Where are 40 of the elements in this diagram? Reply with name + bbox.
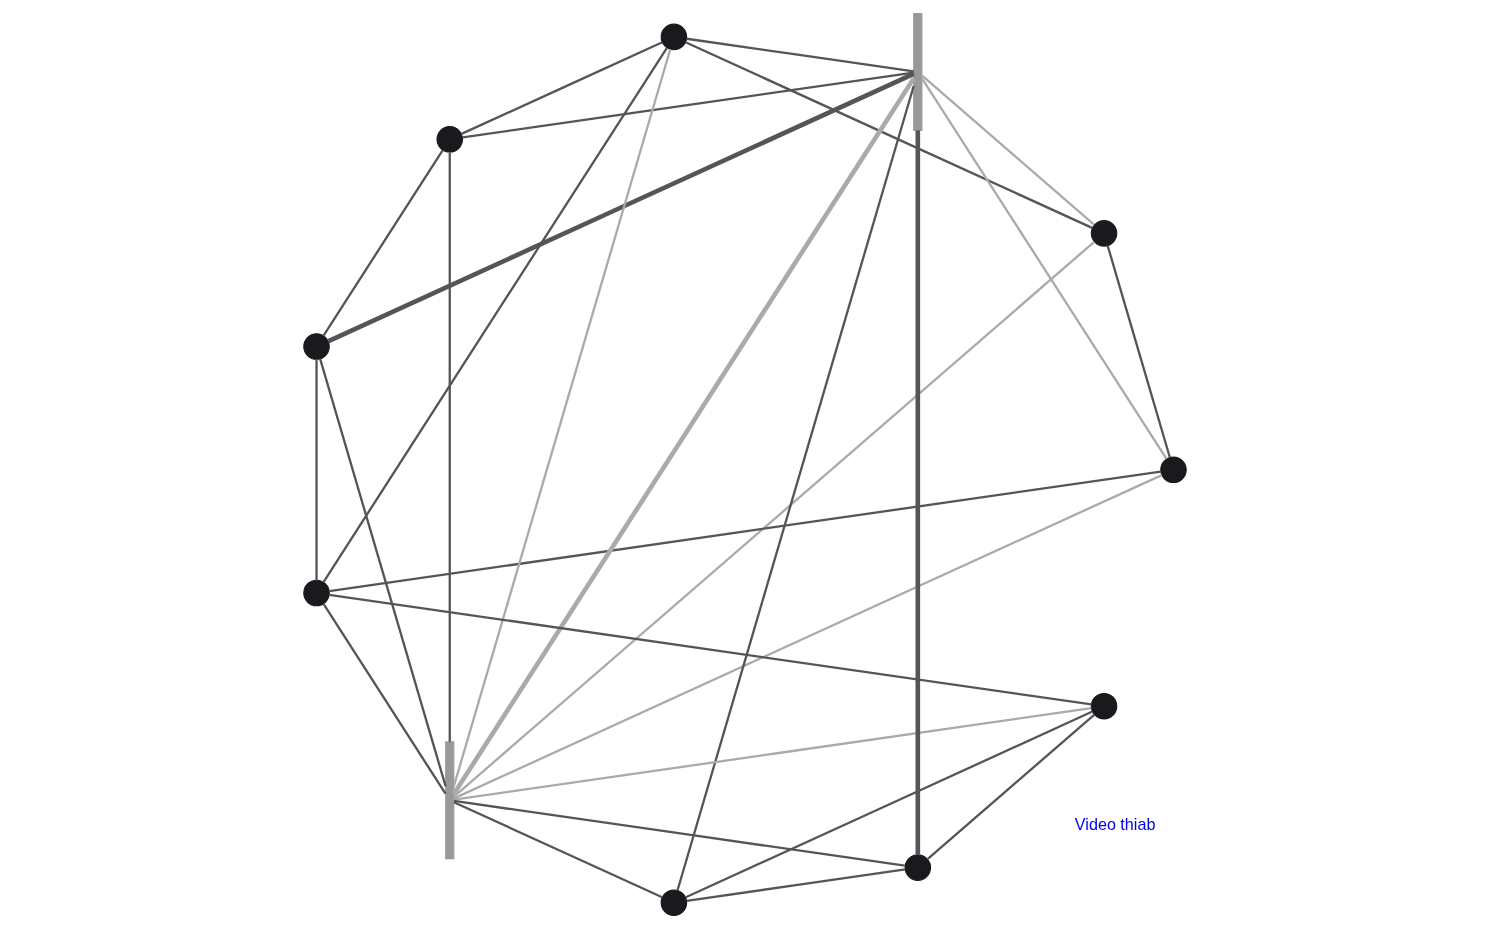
node-circle: [435, 125, 463, 153]
connector: [318, 358, 447, 787]
connector: [321, 149, 444, 336]
connector: [453, 473, 1162, 799]
connector: [327, 71, 915, 343]
connector: [686, 867, 905, 902]
connector: [453, 706, 1091, 801]
node-circle: [660, 23, 687, 50]
connector: [684, 40, 1093, 229]
connector: [452, 240, 1095, 798]
connector: [675, 85, 915, 891]
connector: [915, 130, 920, 855]
connector: [453, 799, 905, 867]
connector: [920, 77, 1167, 459]
connector: [686, 37, 914, 73]
connector: [452, 800, 663, 898]
connector: [920, 74, 1095, 226]
connector: [684, 710, 1093, 898]
connector: [1106, 244, 1171, 458]
connector: [926, 713, 1095, 860]
node-circle: [1159, 456, 1187, 483]
connector: [322, 603, 446, 794]
node-circle: [1090, 692, 1117, 719]
connector: [322, 46, 668, 582]
connector: [328, 469, 1161, 592]
node-circle: [1090, 219, 1117, 247]
node-bar: [912, 12, 922, 131]
connector: [314, 359, 318, 580]
label: Video thiab: [1074, 814, 1155, 833]
connector: [328, 593, 1092, 706]
node-circle: [904, 853, 931, 881]
node-bar: [444, 740, 454, 859]
connector: [452, 48, 671, 787]
node-circle: [302, 579, 330, 606]
node-circle: [302, 332, 330, 360]
connector: [448, 151, 451, 742]
node-circle: [660, 888, 687, 916]
connector: [460, 40, 663, 135]
connector: [451, 76, 916, 795]
connector: [462, 70, 914, 139]
